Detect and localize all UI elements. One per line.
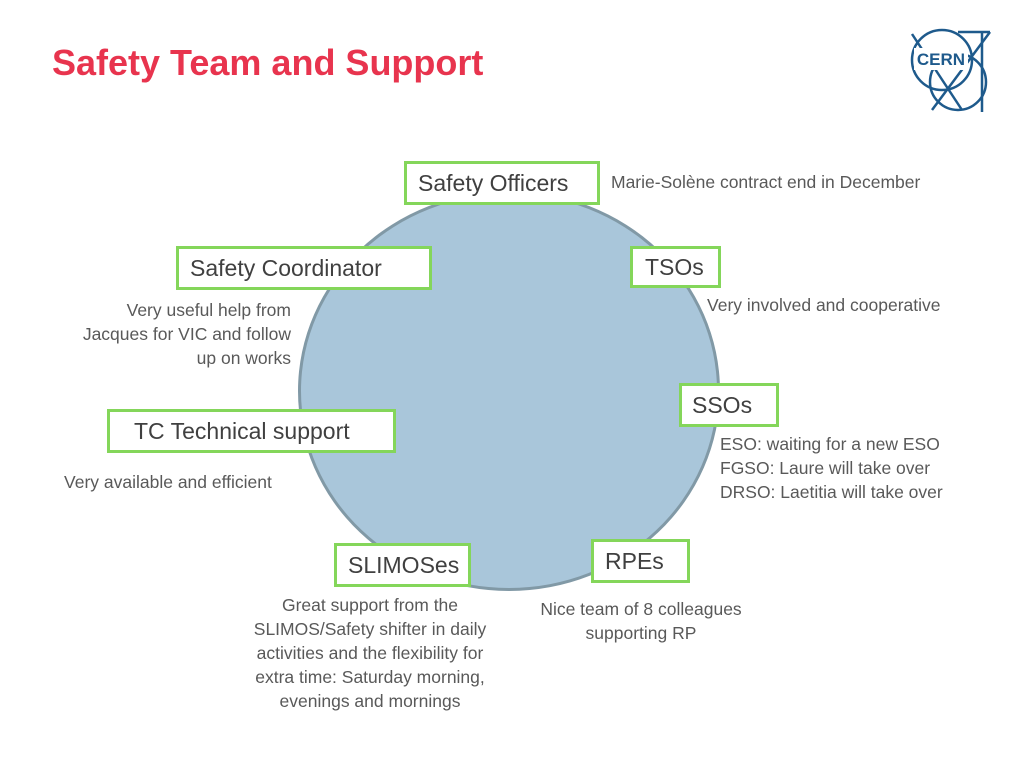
svg-text:CERN: CERN [917,50,965,69]
tc-support-label: TC Technical support [134,417,350,444]
tsos-box: TSOs [630,246,721,288]
note-line: Jacques for VIC and follow [82,324,291,344]
rpes-note: Nice team of 8 colleagues supporting RP [511,597,771,645]
note-line: SLIMOS/Safety shifter in daily [253,619,487,639]
note-line: supporting RP [585,623,697,643]
cern-logo: CERN [910,28,992,112]
ssos-note: ESO: waiting for a new ESO FGSO: Laure w… [720,432,943,504]
tsos-label: TSOs [645,253,704,280]
note-line: activities and the flexibility for [256,643,484,663]
safety-coordinator-box: Safety Coordinator [176,246,432,290]
note-line: Nice team of 8 colleagues [540,599,742,619]
safety-officers-note: Marie-Solène contract end in December [611,170,920,194]
slide-title: Safety Team and Support [52,42,484,83]
note-line: Very involved and cooperative [707,295,941,315]
slimoses-note: Great support from the SLIMOS/Safety shi… [220,593,520,713]
ssos-box: SSOs [679,383,779,427]
tsos-note: Very involved and cooperative [707,293,940,317]
note-line: FGSO: Laure will take over [720,458,931,478]
rpes-box: RPEs [591,539,690,583]
note-line: ESO: waiting for a new ESO [720,434,940,454]
tc-support-note: Very available and efficient [64,470,272,494]
note-line: Very available and efficient [64,472,272,492]
safety-officers-label: Safety Officers [418,169,569,196]
note-line: Great support from the [281,595,459,615]
safety-officers-box: Safety Officers [404,161,600,205]
slimoses-box: SLIMOSes [334,543,471,587]
note-line: up on works [196,348,291,368]
note-line: DRSO: Laetitia will take over [720,482,943,502]
note-line: Marie-Solène contract end in December [611,172,921,192]
ssos-label: SSOs [692,391,753,418]
tc-support-box: TC Technical support [107,409,396,453]
rpes-label: RPEs [605,547,664,574]
slimoses-label: SLIMOSes [348,551,460,578]
note-line: Very useful help from [126,300,291,320]
safety-coordinator-note: Very useful help from Jacques for VIC an… [40,298,291,370]
note-line: extra time: Saturday morning, [255,667,485,687]
note-line: evenings and mornings [279,691,461,711]
safety-coordinator-label: Safety Coordinator [190,254,382,281]
